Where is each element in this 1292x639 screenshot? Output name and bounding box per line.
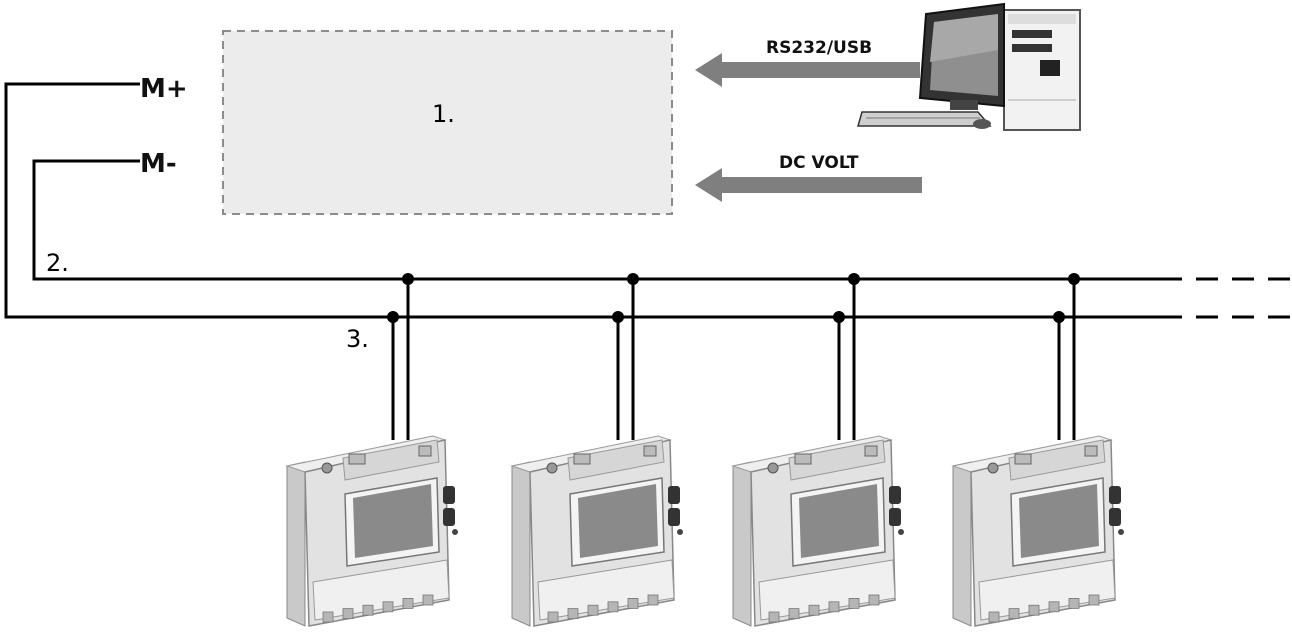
junction-dot — [1068, 273, 1080, 285]
junction-dot — [627, 273, 639, 285]
desktop-computer-icon — [857, 2, 1081, 131]
tap-number-label: 3. — [346, 325, 369, 353]
energy-meter-icon — [951, 435, 1124, 627]
meter-button — [1109, 508, 1121, 526]
bus-wires — [4, 82, 1292, 319]
meter-tap — [387, 273, 414, 440]
dc-volt-arrow — [695, 168, 922, 202]
dc-volt-label: DC VOLT — [779, 153, 859, 173]
meter-button — [443, 486, 455, 504]
energy-meter-icon — [731, 435, 904, 627]
m-minus-label: M- — [140, 149, 177, 179]
junction-dot — [612, 311, 624, 323]
converter-box — [222, 30, 673, 215]
junction-dot — [848, 273, 860, 285]
m-minus-wire — [32, 159, 1160, 281]
m-plus-wire — [4, 82, 1160, 319]
m-plus-label: M+ — [140, 74, 188, 104]
energy-meter-icon — [285, 435, 458, 627]
meter-button — [443, 508, 455, 526]
meter-button — [889, 508, 901, 526]
meter-screen — [1019, 484, 1099, 558]
meter-tap — [833, 273, 860, 440]
rs232-usb-arrow — [695, 53, 920, 87]
meter-button — [1109, 486, 1121, 504]
junction-dot — [402, 273, 414, 285]
meter-button — [668, 486, 680, 504]
meter-screen — [578, 484, 658, 558]
rs232-usb-label: RS232/USB — [766, 38, 872, 58]
meter-button — [668, 508, 680, 526]
meter-screen — [353, 484, 433, 558]
meter-tap — [612, 273, 639, 440]
junction-dot — [833, 311, 845, 323]
converter-number-label: 1. — [432, 100, 455, 128]
meter-tap — [1053, 273, 1080, 440]
meter-screen — [799, 484, 879, 558]
energy-meter-icon — [510, 435, 683, 627]
meter-button — [889, 486, 901, 504]
bus-number-label: 2. — [46, 249, 69, 277]
junction-dot — [387, 311, 399, 323]
meter-taps — [387, 273, 1080, 440]
meters — [285, 435, 1124, 627]
junction-dot — [1053, 311, 1065, 323]
